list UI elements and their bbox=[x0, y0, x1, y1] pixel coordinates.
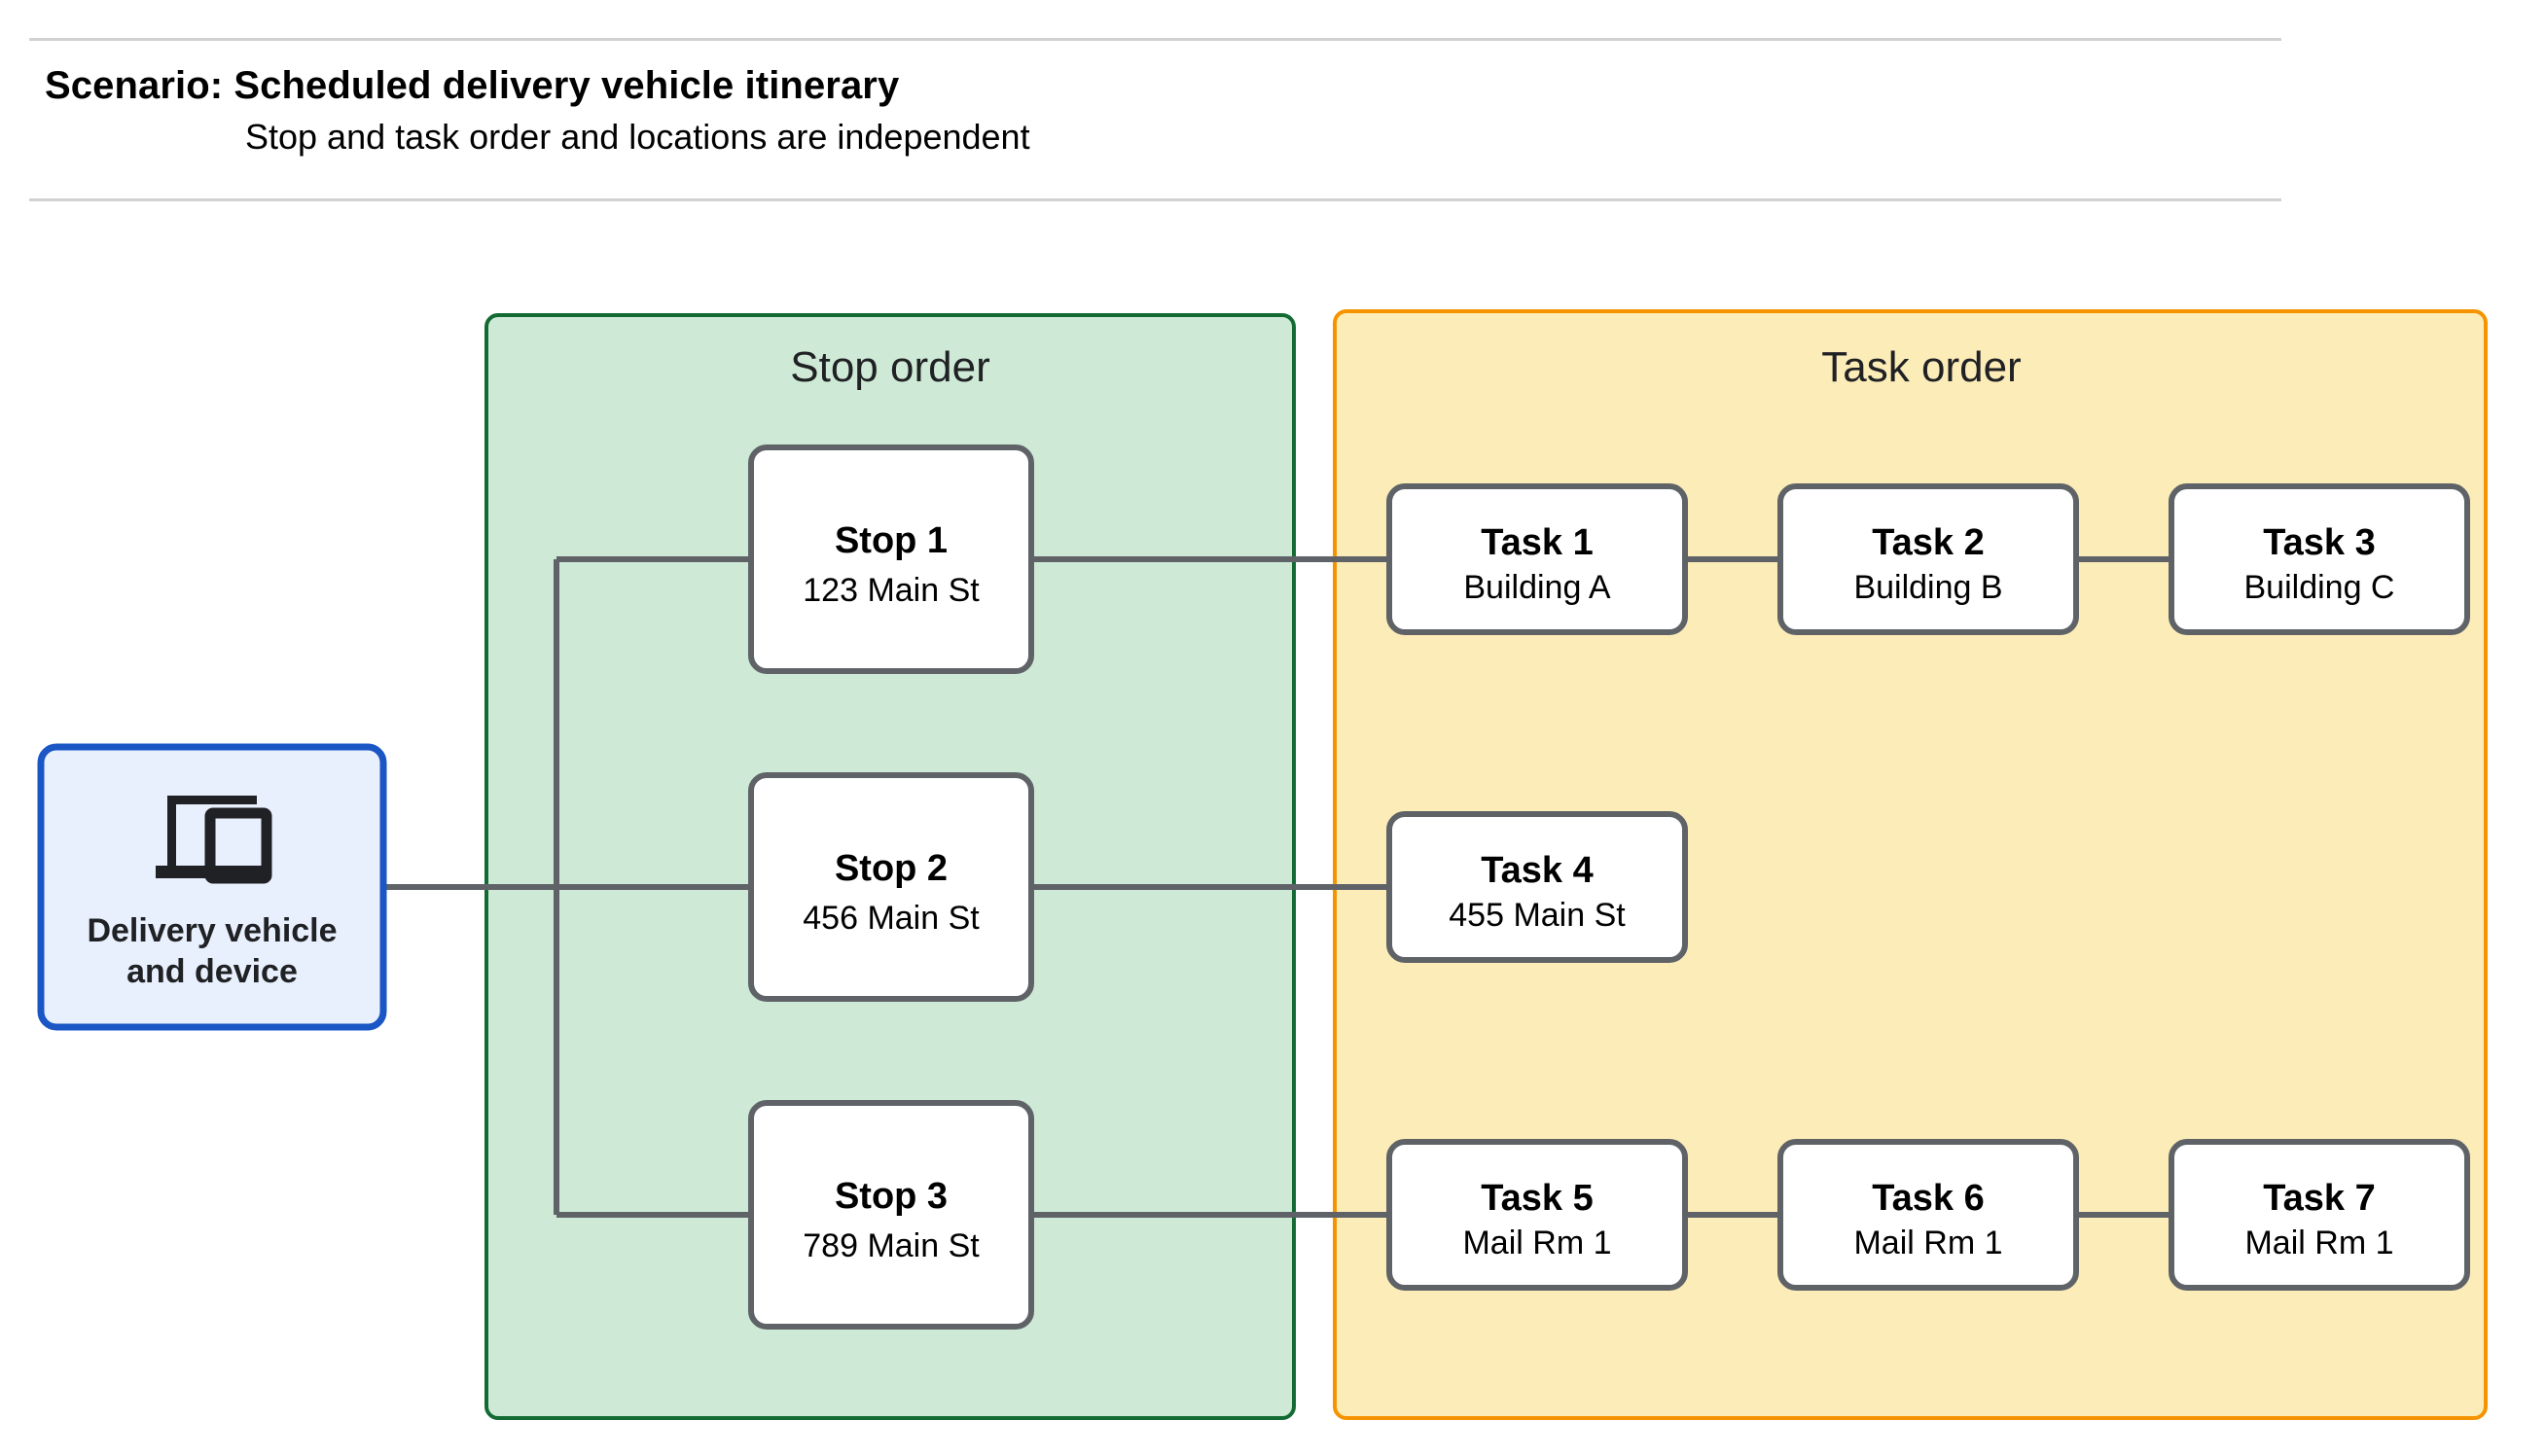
devices-icon bbox=[156, 796, 272, 884]
task-node-7-location: Mail Rm 1 bbox=[2244, 1225, 2393, 1261]
task-node-2-location: Building B bbox=[1853, 569, 2002, 606]
task-node-7[interactable]: Task 7 Mail Rm 1 bbox=[2169, 1139, 2470, 1291]
task-node-5-location: Mail Rm 1 bbox=[1462, 1225, 1611, 1261]
task-node-1-box[interactable] bbox=[1386, 483, 1688, 635]
task-node-4[interactable]: Task 4 455 Main St bbox=[1386, 811, 1688, 963]
task-node-2-box[interactable] bbox=[1777, 483, 2079, 635]
delivery-vehicle-label-line1: Delivery vehicle bbox=[87, 912, 337, 949]
task-order-panel-title: Task order bbox=[1821, 343, 2021, 391]
stop-node-2-title: Stop 2 bbox=[835, 848, 948, 889]
task-node-1-title: Task 1 bbox=[1481, 522, 1593, 563]
stop-node-2[interactable]: Stop 2 456 Main St bbox=[748, 772, 1034, 1002]
task-node-1-location: Building A bbox=[1463, 569, 1611, 606]
stop-node-3-title: Stop 3 bbox=[835, 1176, 948, 1217]
task-node-4-title: Task 4 bbox=[1481, 850, 1593, 891]
stop-order-panel-title: Stop order bbox=[790, 343, 989, 391]
task-node-6[interactable]: Task 6 Mail Rm 1 bbox=[1777, 1139, 2079, 1291]
task-node-5-box[interactable] bbox=[1386, 1139, 1688, 1291]
stop-node-2-address: 456 Main St bbox=[803, 900, 980, 937]
task-node-3-box[interactable] bbox=[2169, 483, 2470, 635]
delivery-vehicle-box[interactable] bbox=[37, 743, 387, 1031]
stop-node-1-address: 123 Main St bbox=[803, 572, 980, 609]
task-node-5-title: Task 5 bbox=[1481, 1178, 1593, 1219]
page-subtitle: Stop and task order and locations are in… bbox=[245, 117, 1030, 157]
header-divider-top bbox=[29, 38, 2281, 41]
task-node-2-title: Task 2 bbox=[1872, 522, 1984, 563]
delivery-vehicle-label-line2: and device bbox=[126, 953, 298, 990]
task-node-7-title: Task 7 bbox=[2263, 1178, 2375, 1219]
task-node-3-title: Task 3 bbox=[2263, 522, 2375, 563]
task-node-4-box[interactable] bbox=[1386, 811, 1688, 963]
task-node-4-location: 455 Main St bbox=[1449, 897, 1626, 934]
stop-node-3[interactable]: Stop 3 789 Main St bbox=[748, 1100, 1034, 1330]
stop-node-1-title: Stop 1 bbox=[835, 520, 948, 561]
page-title: Scenario: Scheduled delivery vehicle iti… bbox=[45, 64, 900, 107]
scenario-header: Scenario: Scheduled delivery vehicle iti… bbox=[0, 0, 2546, 209]
task-node-2[interactable]: Task 2 Building B bbox=[1777, 483, 2079, 635]
task-node-3-location: Building C bbox=[2244, 569, 2395, 606]
task-node-3[interactable]: Task 3 Building C bbox=[2169, 483, 2470, 635]
stop-node-1-box[interactable] bbox=[748, 444, 1034, 674]
task-node-7-box[interactable] bbox=[2169, 1139, 2470, 1291]
header-divider-bottom bbox=[29, 198, 2281, 201]
stop-node-1[interactable]: Stop 1 123 Main St bbox=[748, 444, 1034, 674]
stop-node-2-box[interactable] bbox=[748, 772, 1034, 1002]
task-node-6-title: Task 6 bbox=[1872, 1178, 1984, 1219]
task-node-6-location: Mail Rm 1 bbox=[1853, 1225, 2002, 1261]
stop-node-3-box[interactable] bbox=[748, 1100, 1034, 1330]
delivery-vehicle-node[interactable]: Delivery vehicle and device bbox=[37, 743, 387, 1031]
stop-node-3-address: 789 Main St bbox=[803, 1227, 980, 1264]
task-node-5[interactable]: Task 5 Mail Rm 1 bbox=[1386, 1139, 1688, 1291]
task-node-1[interactable]: Task 1 Building A bbox=[1386, 483, 1688, 635]
task-node-6-box[interactable] bbox=[1777, 1139, 2079, 1291]
